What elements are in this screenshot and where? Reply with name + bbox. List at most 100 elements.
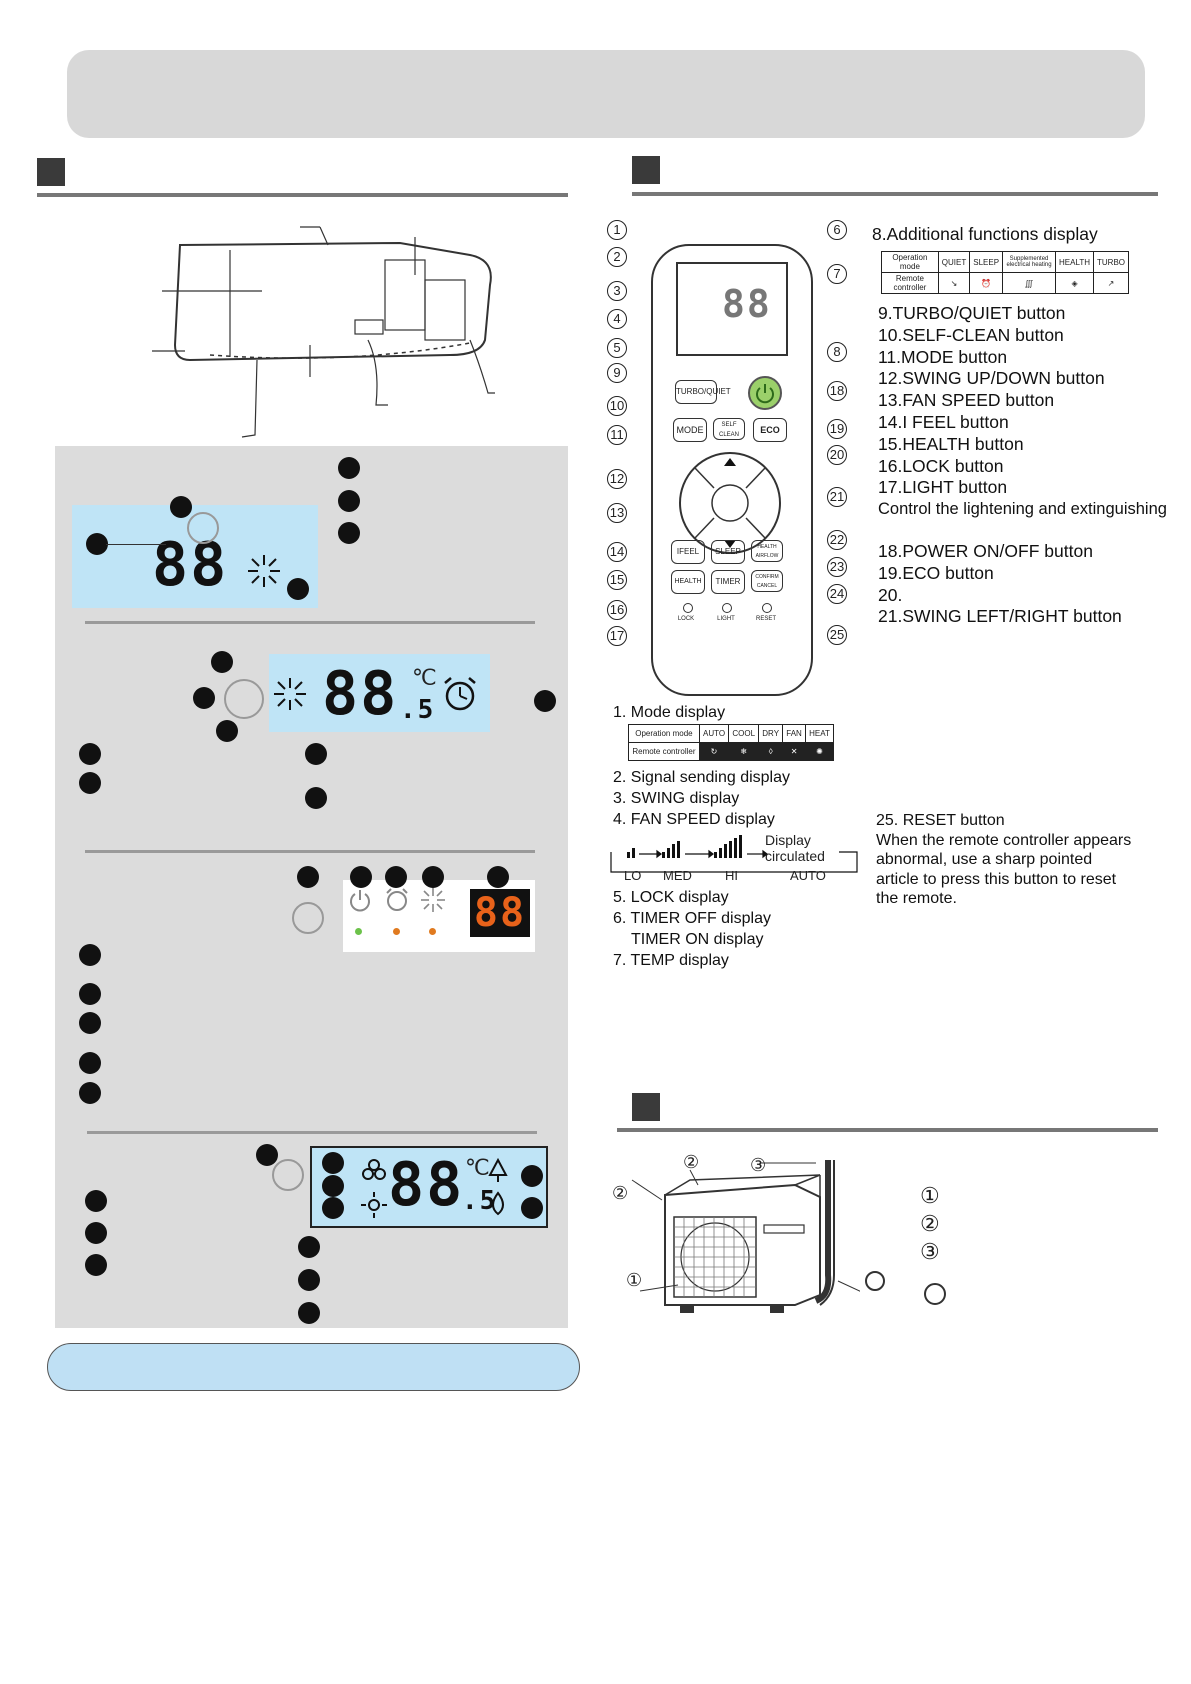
callout-dot <box>521 1197 543 1219</box>
callout-dot <box>170 496 192 518</box>
legend-ring <box>924 1283 946 1305</box>
list-item: 11.MODE button <box>878 346 1008 367</box>
confirm-cancel-button[interactable]: CONFIRM CANCEL <box>751 570 783 592</box>
callout-dot <box>79 743 101 765</box>
callout-dot <box>79 983 101 1005</box>
outdoor-callout-ring <box>865 1271 885 1291</box>
callout-dot <box>322 1152 344 1174</box>
health-icon: ◈ <box>1055 272 1094 294</box>
leader-line <box>106 544 166 545</box>
callout-dot <box>298 1302 320 1324</box>
list-item: 9.TURBO/QUIET button <box>878 303 1066 323</box>
panel-divider <box>87 1131 537 1134</box>
lcd2-indicator-ring <box>224 679 264 719</box>
led-digits: 88 <box>473 890 527 936</box>
ifeel-button[interactable]: IFEEL <box>671 540 705 564</box>
list-item: 4. FAN SPEED display <box>613 811 775 828</box>
lcd4-decimal: .5 <box>462 1186 498 1216</box>
callout-dot <box>287 578 309 600</box>
sun-icon <box>361 1192 387 1218</box>
table-cell: Remote controller <box>881 272 939 294</box>
light-button[interactable] <box>722 603 732 613</box>
sun-icon <box>248 555 280 587</box>
callout-dot <box>297 866 319 888</box>
callout-dot <box>322 1175 344 1197</box>
list-item: TIMER ON display <box>631 931 764 948</box>
list-item: 16.LOCK button <box>878 455 1004 476</box>
callout-dot <box>193 687 215 709</box>
reset-title: 25. RESET button <box>876 812 1005 829</box>
lock-button[interactable] <box>683 603 693 613</box>
callout-number: 13 <box>607 503 627 523</box>
reset-button[interactable] <box>762 603 772 613</box>
table-cell: Remote controller <box>628 742 700 761</box>
callout-number: 3 <box>607 281 627 301</box>
callout-dot <box>79 1082 101 1104</box>
alarm-clock-icon <box>386 888 408 911</box>
sleep-icon: ⏰ <box>969 272 1004 294</box>
callout-dot <box>79 1012 101 1034</box>
panel-divider <box>85 621 535 624</box>
snowflake-icon <box>362 1159 386 1180</box>
lcd2-digits: 88 <box>322 659 399 729</box>
callout-dot <box>298 1269 320 1291</box>
callout-number: 18 <box>827 381 847 401</box>
dry-icon: ◊ <box>758 742 784 761</box>
outdoor-callout: ① <box>626 1270 643 1290</box>
sleep-button[interactable]: SLEEP <box>711 540 745 564</box>
callout-number: 20 <box>827 445 847 465</box>
callout-dot <box>338 490 360 512</box>
table-cell: COOL <box>728 724 760 743</box>
callout-number: 2 <box>607 247 627 267</box>
sun-icon <box>274 678 306 710</box>
panel3-indicator-ring <box>292 902 324 934</box>
callout-number: 12 <box>607 469 627 489</box>
lcd4-digits: 88 <box>388 1150 465 1220</box>
callout-number: 23 <box>827 557 847 577</box>
additional-functions-title: 8.Additional functions display <box>872 224 1098 244</box>
water-drop-icon <box>492 1191 504 1216</box>
callout-number: 8 <box>827 342 847 362</box>
callout-dot <box>487 866 509 888</box>
power-button[interactable] <box>748 376 782 410</box>
callout-number: 7 <box>827 264 847 284</box>
callout-number: 1 <box>607 220 627 240</box>
callout-dot <box>521 1165 543 1187</box>
table-cell: HEALTH <box>1055 251 1094 273</box>
table-cell: TURBO <box>1093 251 1129 273</box>
callout-dot <box>85 1254 107 1276</box>
section-rule-outdoor <box>617 1128 1158 1132</box>
alarm-clock-icon <box>444 677 476 711</box>
sun-icon <box>421 888 445 912</box>
timer-button[interactable]: TIMER <box>711 570 745 594</box>
remote-lcd-digits: 88 <box>722 282 772 326</box>
callout-dot <box>79 772 101 794</box>
fan-speed-hi: HI <box>725 868 738 883</box>
lcd4-unit: ℃ <box>465 1155 490 1180</box>
remote-lcd: 88 <box>676 262 788 356</box>
list-item: 3. SWING display <box>613 790 740 807</box>
health-button[interactable]: HEALTH <box>671 570 705 594</box>
self-clean-button[interactable]: SELF CLEAN <box>713 418 745 440</box>
section-rule-right <box>632 192 1158 196</box>
displays-list: 2. Signal sending display 3. SWING displ… <box>613 767 790 830</box>
callout-number: 16 <box>607 600 627 620</box>
mode-display-title: 1. Mode display <box>613 704 726 721</box>
lcd1-digits: 88 <box>152 530 229 600</box>
table-cell: Operation mode <box>628 724 700 743</box>
health-airflow-button[interactable]: HEALTH AIRFLOW <box>751 540 783 562</box>
eco-button[interactable]: ECO <box>753 418 787 442</box>
indoor-unit-illustration <box>152 226 495 438</box>
callout-dot <box>211 651 233 673</box>
auto-icon: ↻ <box>698 742 730 761</box>
callout-dot <box>85 1222 107 1244</box>
callout-dot <box>350 866 372 888</box>
turbo-quiet-button[interactable]: TURBO/QUIET <box>675 380 731 404</box>
callout-dot <box>338 457 360 479</box>
direction-pad[interactable] <box>670 448 790 558</box>
mode-button[interactable]: MODE <box>673 418 707 442</box>
power-icon <box>756 384 774 404</box>
title-bar <box>67 50 1145 138</box>
callout-number: 21 <box>827 487 847 507</box>
outdoor-unit-illustration <box>631 1160 860 1313</box>
